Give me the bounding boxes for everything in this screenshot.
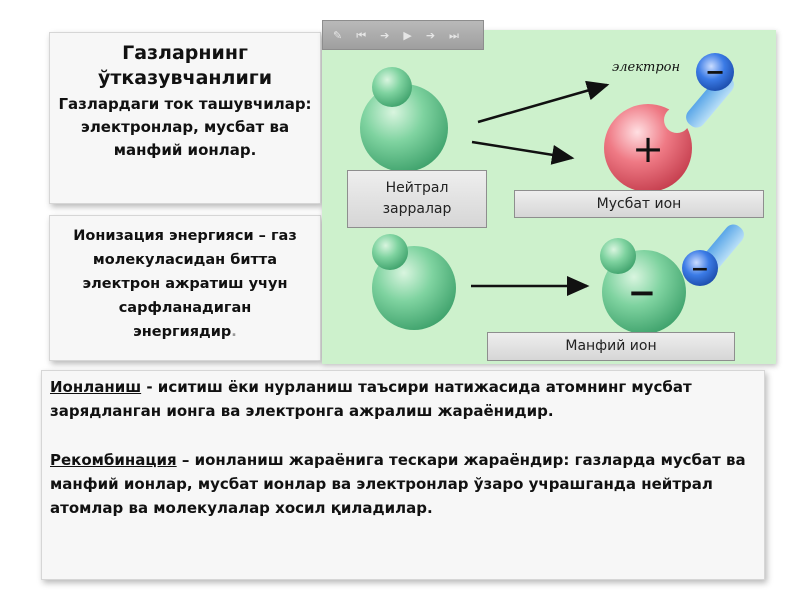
ionization-energy-panel: Ионизация энергияси – газ молекуласидан … — [49, 215, 321, 361]
text-span: энергиядир — [133, 324, 232, 340]
play-icon[interactable]: ▶ — [403, 28, 412, 42]
recombination-definition: Рекомбинация – ионланиш жараёнига тескар… — [50, 448, 756, 520]
playback-toolbar: ✎ ⏮ ➔ ▶ ➔ ⏭ — [322, 20, 484, 50]
positive-sign: + — [632, 127, 664, 171]
subtitle-line: электронлар, мусбат ва — [80, 118, 290, 136]
skip-back-icon[interactable]: ⏮ — [356, 28, 367, 42]
positive-ion-label: Мусбат ион — [514, 190, 764, 218]
label-line: зарралар — [382, 201, 452, 217]
arrow-to-electron — [477, 80, 610, 124]
subtitle: Газлардаги ток ташувчилар: электронлар, … — [50, 93, 320, 162]
simulation-drawing: + − − − — [360, 53, 744, 334]
title-line: ўтказувчанлиги — [97, 67, 273, 89]
negative-ion-bump — [600, 238, 636, 274]
text-line: сарфланадиган — [118, 300, 252, 316]
neutral-particles-label: Нейтрал зарралар — [347, 170, 487, 228]
text-line: молекуласидан битта — [92, 252, 278, 268]
arrow-to-positive-ion — [471, 140, 575, 165]
electron-sign: − — [691, 257, 709, 282]
ionization-text: - иситиш ёки нурланиш таъсири натижасида… — [50, 378, 692, 420]
pencil-icon[interactable]: ✎ — [333, 28, 343, 42]
text-line: электрон ажратиш учун — [82, 276, 288, 292]
neutral-particle-bump — [372, 234, 408, 270]
definitions-panel: Ионланиш - иситиш ёки нурланиш таъсири н… — [41, 370, 765, 580]
electron-label: электрон — [612, 60, 681, 75]
text-line: энергиядир. — [56, 320, 314, 344]
neutral-particle — [360, 84, 448, 172]
ionization-energy-text: Ионизация энергияси – газ молекуласидан … — [50, 224, 320, 344]
title: Газларнинг ўтказувчанлиги — [50, 41, 320, 91]
text-period: . — [231, 324, 237, 340]
step-forward-icon[interactable]: ➔ — [425, 28, 436, 42]
negative-ion-label: Манфий ион — [487, 332, 735, 361]
title-panel: Газларнинг ўтказувчанлиги Газлардаги ток… — [49, 32, 321, 204]
ionization-definition: Ионланиш - иситиш ёки нурланиш таъсири н… — [50, 375, 756, 423]
subtitle-line: Газлардаги ток ташувчилар: — [58, 95, 312, 113]
step-forward-icon[interactable]: ➔ — [380, 28, 390, 42]
ionization-term: Ионланиш — [50, 378, 142, 396]
title-line: Газларнинг — [122, 42, 248, 64]
neutral-particle-bump — [372, 67, 412, 107]
simulation-area: + − − − электрон Нейтрал зарралар Мусбат… — [322, 30, 776, 364]
electron — [682, 250, 718, 286]
negative-sign: − — [628, 273, 657, 313]
recombination-text: – ионланиш жараёнига тескари жараёндир: … — [50, 451, 746, 517]
text-line: Ионизация энергияси – газ — [73, 228, 297, 244]
electron-sign: − — [705, 58, 725, 86]
label-line: Нейтрал — [385, 180, 449, 196]
electron-vacancy — [664, 107, 690, 133]
electron — [696, 53, 734, 91]
recombination-term: Рекомбинация — [50, 451, 177, 469]
subtitle-line: манфий ионлар. — [113, 141, 257, 159]
skip-forward-icon[interactable]: ⏭ — [449, 28, 459, 42]
